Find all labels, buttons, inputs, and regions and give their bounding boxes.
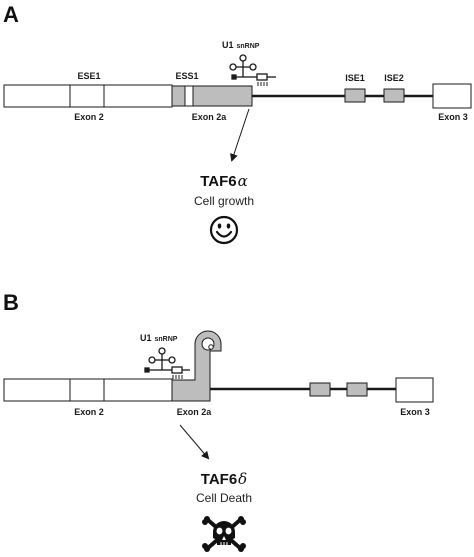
ise2-box: [383, 88, 405, 103]
taf6-delta-label: TAF6δ: [201, 470, 247, 488]
exon-2a-label: Exon 2a: [192, 112, 228, 122]
exon-3-label: Exon 3: [438, 112, 468, 122]
exon-2-label: Exon 2: [74, 407, 104, 417]
exon-2-box: [3, 84, 173, 108]
exon-2a-loop: [171, 330, 222, 402]
ess1-label: ESS1: [175, 71, 198, 81]
ise1-box: [309, 382, 331, 397]
panel-a-label: A: [3, 2, 19, 27]
exon-2a-box: [171, 85, 253, 107]
panel-a: A ESE1 ESS1 ISE1 ISE2 Exon 2 Exon 2a Exo…: [3, 2, 472, 245]
u1-snrnp-icon: [144, 347, 190, 379]
cell-growth-label: Cell growth: [194, 194, 254, 208]
ise2-label: ISE2: [384, 73, 404, 83]
taf6-alpha-label: TAF6α: [200, 172, 248, 190]
exon-2a-label: Exon 2a: [177, 407, 213, 417]
exon-2-box: [3, 378, 173, 402]
smiley-face-icon: [209, 215, 239, 245]
ise1-label: ISE1: [345, 73, 365, 83]
exon-3-label: Exon 3: [400, 407, 430, 417]
exon-3-box: [395, 377, 434, 403]
arrow-b: [179, 424, 210, 460]
exon-2-label: Exon 2: [74, 112, 104, 122]
cell-death-label: Cell Death: [196, 491, 252, 505]
arrow-a: [230, 108, 250, 162]
exon-3-box: [432, 83, 472, 109]
ese1-label: ESE1: [77, 71, 100, 81]
ise2-box: [346, 382, 368, 397]
panel-b-label: B: [3, 290, 19, 315]
ise1-box: [344, 88, 366, 103]
skull-crossbones-icon: [202, 516, 246, 552]
u1-snrnp-icon: [229, 54, 276, 86]
